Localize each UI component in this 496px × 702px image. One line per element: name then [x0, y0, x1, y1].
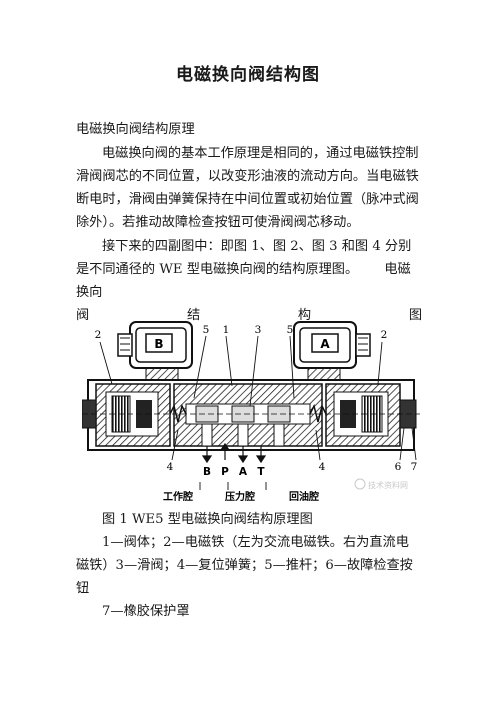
spread-char: 构	[297, 308, 312, 323]
legend-text: 1—阀体；2—电磁铁（左为交流电磁铁。右为直流电磁铁）3—滑阀；4—复位弹簧；5…	[76, 535, 413, 596]
chamber-label-pressure: 压力腔	[225, 490, 255, 503]
section-subtitle: 电磁换向阀结构原理	[76, 122, 195, 137]
paragraph-figures-intro-text: 接下来的四副图中：即图 1、图 2、图 3 和图 4 分别是不同通径的 WE 型…	[76, 239, 412, 277]
coil-label-a: A	[320, 337, 330, 351]
callout-number: 5	[287, 324, 294, 336]
paragraph-legend: 1—阀体；2—电磁铁（左为交流电磁铁。右为直流电磁铁）3—滑阀；4—复位弹簧；5…	[76, 531, 422, 623]
callout-leaders	[99, 335, 417, 461]
paragraph-figures-intro-tail: 电磁换向	[76, 262, 411, 300]
callout-number: 2	[381, 329, 388, 341]
callout-number: 4	[319, 461, 326, 473]
callout-number: 6	[395, 461, 402, 473]
valve-body	[82, 379, 420, 451]
left-connector	[117, 321, 193, 383]
port-arrows	[201, 442, 267, 464]
chamber-brackets	[199, 482, 267, 490]
callout-number: 7	[411, 461, 418, 473]
figure-caption: 图 1 WE5 型电磁换向阀结构原理图	[102, 512, 313, 527]
callout-number: 5	[203, 324, 210, 336]
spread-char: 阀	[76, 308, 90, 323]
port-label: T	[257, 466, 265, 478]
spread-line: 阀 结 构 图	[76, 304, 422, 327]
port-label: B	[203, 466, 211, 478]
valve-structure-figure: B A	[82, 321, 420, 503]
spread-char: 图	[408, 308, 422, 323]
right-connector	[293, 321, 371, 383]
spread-char: 结	[186, 308, 201, 323]
legend-last-line: 7—橡胶保护罩	[102, 604, 190, 619]
page-title: 电磁换向阀结构图	[176, 65, 320, 85]
paragraph-principle: 电磁换向阀的基本工作原理是相同的，通过电磁铁控制滑阀阀芯的不同位置，以改变形油液…	[76, 146, 419, 230]
port-label: A	[239, 466, 248, 478]
callout-number: 3	[255, 324, 262, 336]
paragraph-figures-intro: 接下来的四副图中：即图 1、图 2、图 3 和图 4 分别是不同通径的 WE 型…	[76, 235, 422, 327]
port-label: P	[221, 466, 229, 478]
callout-number: 2	[95, 329, 102, 341]
coil-label-b: B	[154, 337, 163, 351]
watermark-text: 技术资料网	[368, 480, 408, 490]
chamber-label-return: 回油腔	[289, 490, 319, 503]
callout-number: 1	[223, 324, 230, 336]
chamber-label-work: 工作腔	[163, 490, 193, 503]
watermark: 技术资料网	[354, 478, 408, 490]
callout-number: 4	[167, 461, 174, 473]
